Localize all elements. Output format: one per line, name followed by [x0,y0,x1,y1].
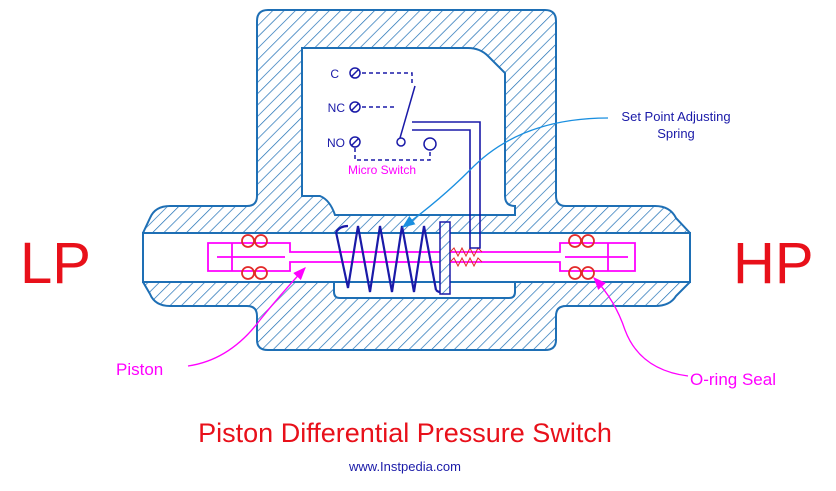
actuator-rod [412,121,481,249]
piston-label: Piston [116,360,163,379]
diagram-title: Piston Differential Pressure Switch [198,418,612,448]
spring-label-line1: Set Point Adjusting [621,109,730,124]
spring-plate [439,221,451,295]
oring-leader [593,277,689,377]
terminal-label-nc: NC [328,101,346,115]
spring-leader [401,117,609,228]
terminal-label-c: C [330,67,339,81]
micro-switch-label: Micro Switch [348,163,416,177]
low-pressure-label: LP [20,231,91,296]
housing-body [142,9,691,351]
oring-label: O-ring Seal [690,370,776,389]
piston-leader [187,267,306,367]
spring-label-line2: Spring [657,126,695,141]
website-link[interactable]: www.Instpedia.com [348,459,461,474]
oring-seals [241,234,595,280]
piston [207,242,636,272]
micro-switch [349,67,437,161]
adjusting-screw [449,246,483,268]
terminal-label-no: NO [327,136,345,150]
high-pressure-label: HP [733,231,814,296]
